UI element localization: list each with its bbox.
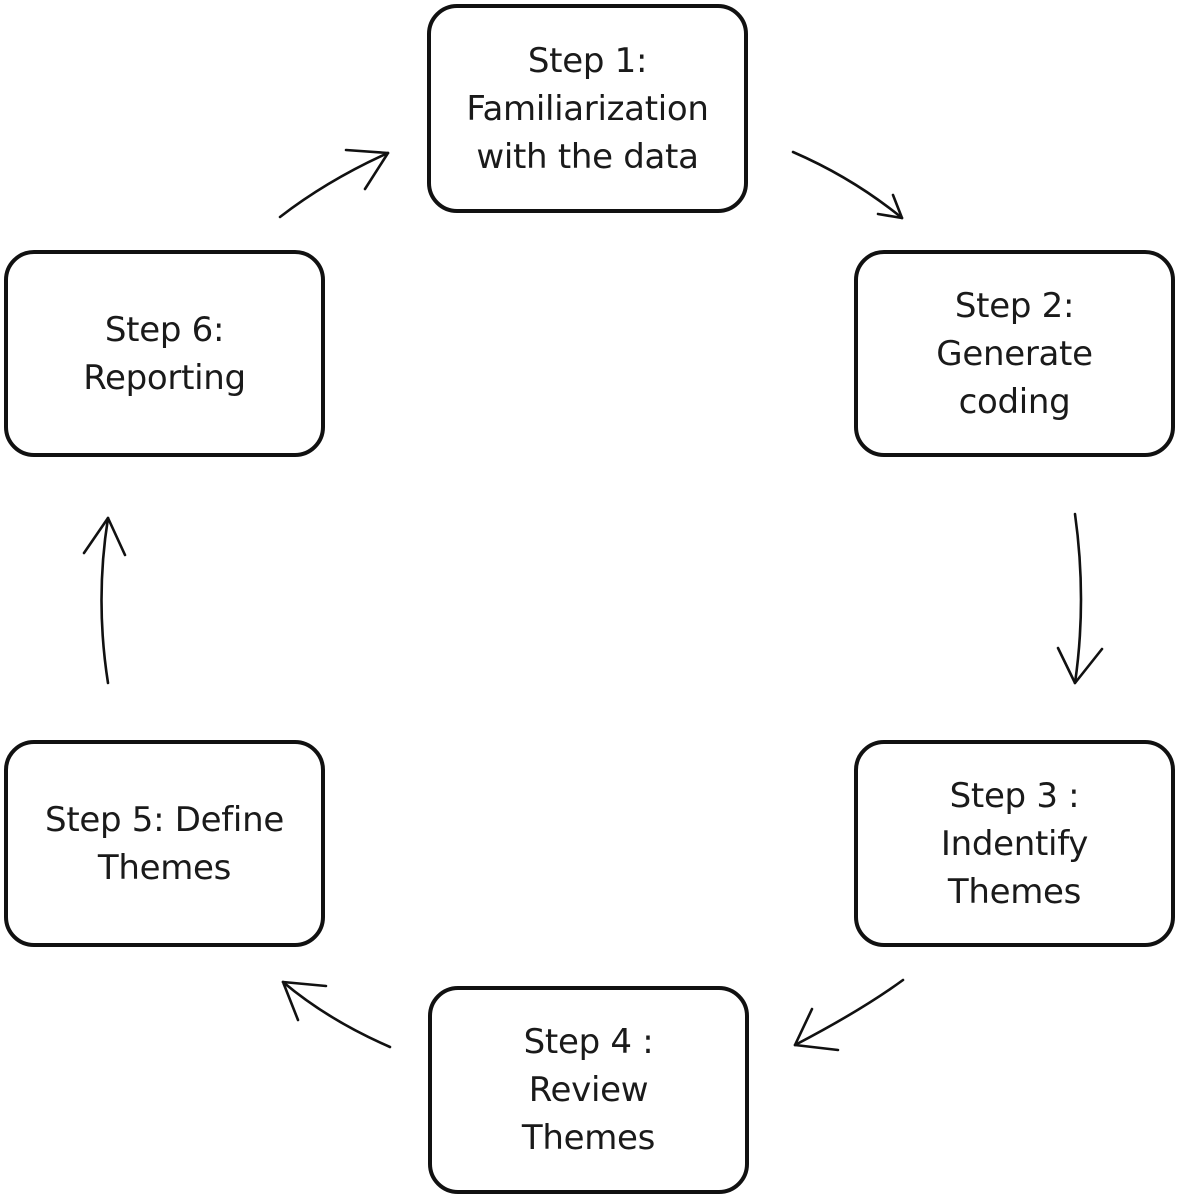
step-2-box: Step 2: Generate coding	[854, 250, 1175, 457]
arrow-step5-to-step6	[82, 516, 127, 685]
step-1-box: Step 1: Familiarization with the data	[427, 4, 748, 213]
step-5-box: Step 5: Define Themes	[4, 740, 325, 947]
arrow-step1-to-step2	[791, 150, 904, 220]
step-6-box: Step 6: Reporting	[4, 250, 325, 457]
arrow-step6-to-step1	[278, 148, 390, 219]
arrow-step3-to-step4	[793, 978, 905, 1052]
step-2-label: Step 2: Generate coding	[936, 285, 1093, 422]
arrow-step4-to-step5	[281, 980, 392, 1049]
step-6-label: Step 6: Reporting	[83, 309, 246, 398]
step-3-label: Step 3 : Indentify Themes	[940, 775, 1089, 912]
step-4-box: Step 4 : Review Themes	[428, 986, 749, 1194]
arrow-step2-to-step3	[1056, 512, 1104, 685]
step-5-label: Step 5: Define Themes	[45, 799, 284, 888]
step-3-box: Step 3 : Indentify Themes	[854, 740, 1175, 947]
step-4-label: Step 4 : Review Themes	[521, 1022, 656, 1158]
step-1-label: Step 1: Familiarization with the data	[466, 40, 709, 177]
